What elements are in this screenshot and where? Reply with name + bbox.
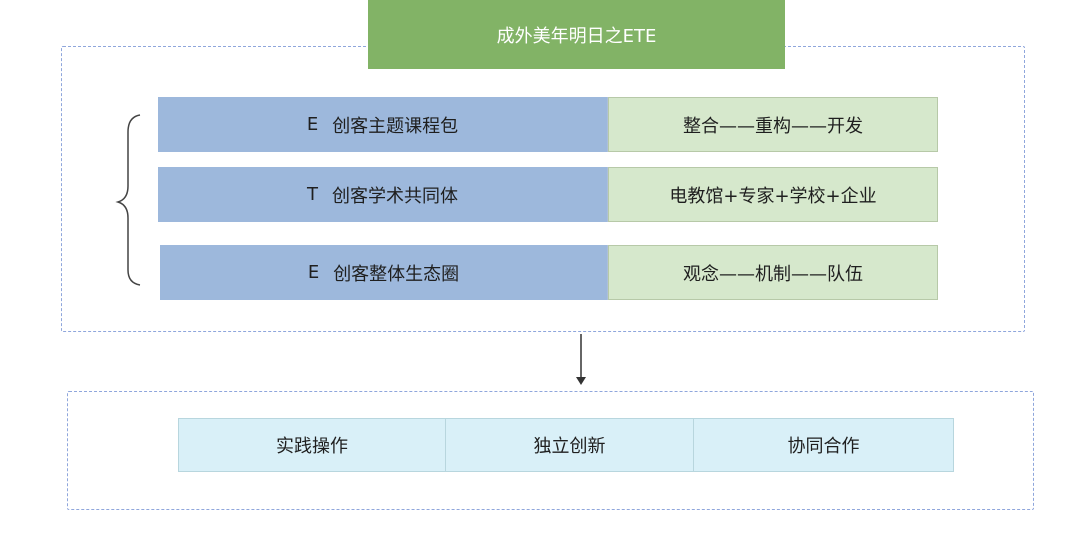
row-2-detail: 电教馆+专家+学校+企业 (669, 185, 877, 207)
row-3-letter: E (307, 262, 320, 283)
row-2-label: 创客学术共同体 (332, 185, 458, 207)
row-2-detail-box: 电教馆+专家+学校+企业 (608, 167, 938, 222)
outcome-cell-1: 实践操作 (178, 418, 446, 472)
row-1-detail-box: 整合——重构——开发 (608, 97, 938, 152)
outcomes-container (67, 391, 1034, 510)
row-3-label-box: E 创客整体生态圈 (160, 245, 608, 300)
curly-brace (115, 114, 141, 286)
row-1-letter: E (306, 114, 319, 135)
row-1-label-box: E 创客主题课程包 (158, 97, 608, 152)
row-1-detail: 整合——重构——开发 (683, 115, 863, 137)
row-3-detail: 观念——机制——队伍 (683, 263, 863, 285)
outcome-cell-3: 协同合作 (693, 418, 954, 472)
down-arrow-head (576, 377, 586, 385)
row-3-label: 创客整体生态圈 (333, 263, 460, 285)
row-3-detail-box: 观念——机制——队伍 (608, 245, 938, 300)
row-2-label-box: T 创客学术共同体 (158, 167, 608, 222)
outcome-cell-2: 独立创新 (445, 418, 694, 472)
diagram-title-text: 成外美年明日之ETE (496, 25, 657, 47)
row-2-letter: T (307, 184, 318, 205)
diagram-title: 成外美年明日之ETE (368, 0, 785, 69)
outcome-label-2: 独立创新 (533, 436, 606, 457)
outcome-label-1: 实践操作 (276, 436, 348, 457)
outcome-label-3: 协同合作 (787, 436, 860, 457)
row-1-label: 创客主题课程包 (332, 115, 459, 137)
